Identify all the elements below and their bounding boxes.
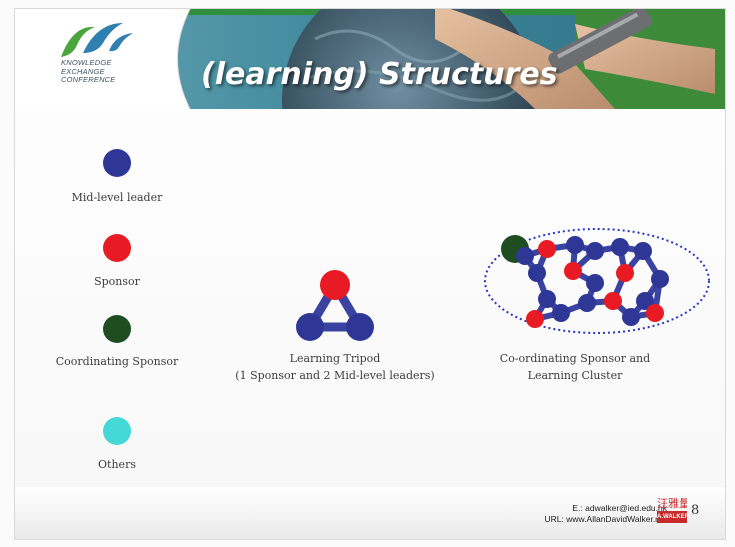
- tripod-caption-line1: Learning Tripod: [289, 352, 381, 365]
- tripod-mid-level-node-left: [296, 313, 324, 341]
- logo-line-1: KNOWLEDGE: [61, 58, 112, 67]
- conference-name: KNOWLEDGE EXCHANGE CONFERENCE: [61, 58, 116, 85]
- slide-title: (learning) Structures: [201, 57, 558, 92]
- legend-mid-level-dot: [103, 149, 131, 177]
- contact-info: E.: adwalker@ied.edu.hk URL: www.AllanDa…: [544, 503, 667, 525]
- legend-sponsor-dot: [103, 234, 131, 262]
- footer-bar: [15, 487, 725, 539]
- cluster-caption-line2: Learning Cluster: [527, 369, 623, 382]
- tripod-sponsor-node: [320, 270, 350, 300]
- learning-tripod-diagram: [296, 270, 374, 341]
- contact-url: URL: www.AllanDavidWalker.net: [544, 514, 667, 524]
- walker-logo: 汪雅量 A.WALKER: [657, 496, 689, 524]
- legend-label-others: Others: [98, 458, 136, 471]
- conference-logo: KNOWLEDGE EXCHANGE CONFERENCE: [15, 9, 205, 109]
- page-number: 8: [691, 503, 700, 518]
- legend-label-mid-level: Mid-level leader: [71, 191, 163, 204]
- header-banner: KNOWLEDGE EXCHANGE CONFERENCE (learning)…: [15, 9, 725, 109]
- legend-others-dot: [103, 417, 131, 445]
- walker-logo-english: A.WALKER: [657, 511, 689, 523]
- logo-line-3: CONFERENCE: [61, 75, 116, 84]
- legend-label-coordinating: Coordinating Sponsor: [55, 355, 179, 368]
- legend-coordinating-dot: [103, 315, 131, 343]
- tripod-mid-level-node-right: [346, 313, 374, 341]
- slide-canvas: KNOWLEDGE EXCHANGE CONFERENCE (learning)…: [14, 8, 726, 540]
- xc-logo-icon: [61, 23, 133, 57]
- contact-email: E.: adwalker@ied.edu.hk: [572, 503, 667, 513]
- tripod-caption-line2: (1 Sponsor and 2 Mid-level leaders): [235, 369, 435, 382]
- header-background: [15, 9, 725, 109]
- logo-line-2: EXCHANGE: [61, 66, 105, 76]
- legend-label-sponsor: Sponsor: [94, 275, 140, 288]
- cluster-caption-line1: Co-ordinating Sponsor and: [499, 352, 651, 365]
- walker-logo-chinese: 汪雅量: [657, 497, 687, 510]
- learning-cluster-diagram: [484, 228, 710, 334]
